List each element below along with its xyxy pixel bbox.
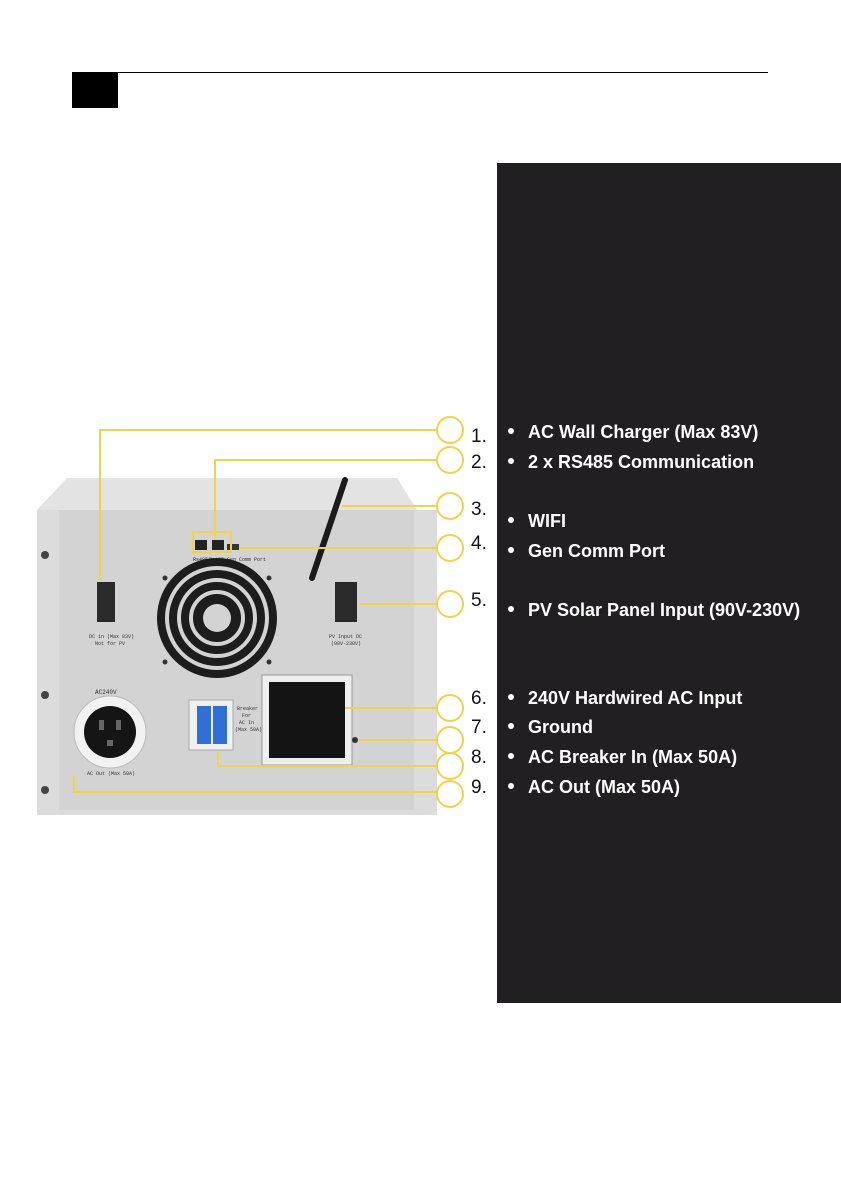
section-marker-block — [72, 72, 118, 108]
screw-icon — [41, 551, 49, 559]
feature-list-panel — [497, 163, 841, 1003]
bullet-icon — [508, 753, 514, 760]
list-item: WIFI — [508, 511, 566, 532]
callout-circle-2 — [436, 446, 464, 474]
bullet-icon — [508, 517, 514, 524]
pv-range-label: (90V-230V) — [331, 641, 361, 647]
list-item: 2 x RS485 Communication — [508, 452, 754, 473]
callout-number-7: 7. — [471, 717, 487, 738]
bullet-icon — [508, 547, 514, 554]
hardwired-ac-input-cover — [269, 682, 345, 758]
bullet-icon — [508, 428, 514, 435]
callout-number-6: 6. — [471, 688, 487, 709]
list-item: AC Wall Charger (Max 83V) — [508, 422, 758, 443]
bullet-icon — [508, 458, 514, 465]
breaker-label-2: For — [242, 713, 251, 719]
unit-top-edge — [37, 478, 417, 510]
callout-circle-4 — [436, 534, 464, 562]
callout-circle-9 — [436, 780, 464, 808]
callout-number-3: 3. — [471, 499, 487, 520]
callout-circle-5 — [436, 590, 464, 618]
breaker-label-3: AC In — [239, 720, 254, 726]
list-item-label: AC Wall Charger (Max 83V) — [528, 422, 759, 442]
breaker-label-4: (Max 50A) — [235, 727, 262, 733]
callout-number-9: 9. — [471, 777, 487, 798]
ac-out-label: AC Out (Max 50A) — [87, 771, 135, 777]
bullet-icon — [508, 694, 514, 701]
callout-number-4: 4. — [471, 533, 487, 554]
rs485-port-1 — [195, 540, 207, 550]
ground-terminal — [352, 737, 358, 743]
leader-line-2 — [214, 459, 438, 540]
callout-number-5: 5. — [471, 590, 487, 611]
rs485-label-2: Rs485 Gen Comm Port — [209, 557, 266, 563]
screw-icon — [41, 691, 49, 699]
screw-icon — [41, 786, 49, 794]
list-item-label: PV Solar Panel Input (90V-230V) — [528, 600, 801, 620]
wifi-antenna — [309, 477, 348, 581]
callout-circle-1 — [436, 416, 464, 444]
list-item-label: AC Out (Max 50A) — [528, 777, 681, 797]
callout-circle-3 — [436, 492, 464, 520]
pv-input-connector — [335, 582, 357, 622]
bullet-icon — [508, 723, 514, 730]
list-item: AC Out (Max 50A) — [508, 777, 680, 798]
bullet-icon — [508, 783, 514, 790]
callout-number-2: 2. — [471, 452, 487, 473]
list-item-label: AC Breaker In (Max 50A) — [528, 747, 738, 767]
header-rule — [72, 72, 768, 73]
leader-bracket-2 — [192, 531, 232, 553]
callout-circle-6 — [436, 694, 464, 722]
callout-number-1: 1. — [471, 426, 487, 447]
leader-line-9 — [73, 776, 438, 793]
rs485-label-1: Rs485 — [193, 557, 208, 563]
ac-out-socket — [73, 695, 147, 769]
callout-circle-8 — [436, 752, 464, 780]
dc-in-label: DC in (Max 83V) — [89, 634, 134, 640]
ac-top-label: AC240V — [95, 689, 117, 696]
ac-breaker-switch — [188, 699, 234, 751]
product-rear-photo: Rs485 Rs485 Gen Comm Port DC in (Max 83V… — [37, 477, 437, 815]
callout-circle-7 — [436, 726, 464, 754]
list-item-label: 240V Hardwired AC Input — [528, 688, 743, 708]
leader-line-1 — [99, 429, 438, 580]
breaker-label-1: Breaker — [237, 706, 258, 712]
list-item-label: Ground — [528, 717, 593, 737]
list-item: AC Breaker In (Max 50A) — [508, 747, 737, 768]
list-item-label: WIFI — [528, 511, 566, 531]
leader-line-8 — [217, 752, 438, 767]
dc-in-note: Not for PV — [95, 641, 125, 647]
list-item-label: 2 x RS485 Communication — [528, 452, 755, 472]
list-item: Gen Comm Port — [508, 541, 665, 562]
list-item-label: Gen Comm Port — [528, 541, 666, 561]
gen-comm-port — [227, 544, 239, 550]
list-item: Ground — [508, 717, 593, 738]
callout-number-8: 8. — [471, 747, 487, 768]
list-item: 240V Hardwired AC Input — [508, 688, 742, 709]
pv-input-label: PV Input DC — [329, 634, 362, 640]
rs485-port-2 — [212, 540, 224, 550]
list-item: PV Solar Panel Input (90V-230V) — [508, 600, 800, 621]
bullet-icon — [508, 606, 514, 613]
dc-in-connector — [97, 582, 115, 622]
cooling-fan-icon — [157, 558, 277, 678]
